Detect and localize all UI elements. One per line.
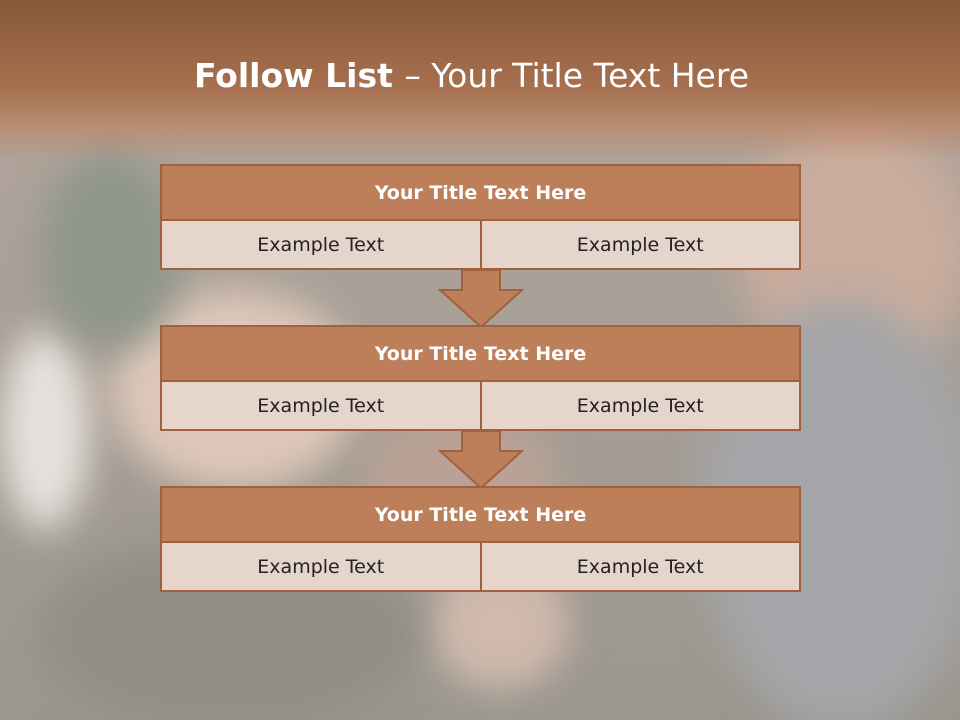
list-box-cell-right: Example Text [481,382,801,431]
down-arrow-icon [438,431,524,489]
list-box-cell-left: Example Text [160,543,482,592]
list-box-row: Example Text Example Text [160,543,801,592]
header-band [0,0,960,160]
follow-list-box-3: Your Title Text Here Example Text Exampl… [160,486,801,592]
list-box-cell-left: Example Text [160,382,482,431]
list-box-cell-right: Example Text [481,221,801,270]
list-box-title: Your Title Text Here [160,325,801,382]
slide-title: Follow List – Your Title Text Here [0,52,943,100]
down-arrow-icon [438,270,524,328]
slide-title-bold: Follow List [193,56,405,95]
follow-list-box-2: Your Title Text Here Example Text Exampl… [160,325,801,431]
list-box-cell-left: Example Text [160,221,482,270]
list-box-row: Example Text Example Text [160,382,801,431]
list-box-title: Your Title Text Here [160,486,801,543]
list-box-title: Your Title Text Here [160,164,801,221]
list-box-cell-right: Example Text [481,543,801,592]
list-box-row: Example Text Example Text [160,221,801,270]
slide-title-rest: – Your Title Text Here [404,56,750,95]
follow-list-box-1: Your Title Text Here Example Text Exampl… [160,164,801,270]
